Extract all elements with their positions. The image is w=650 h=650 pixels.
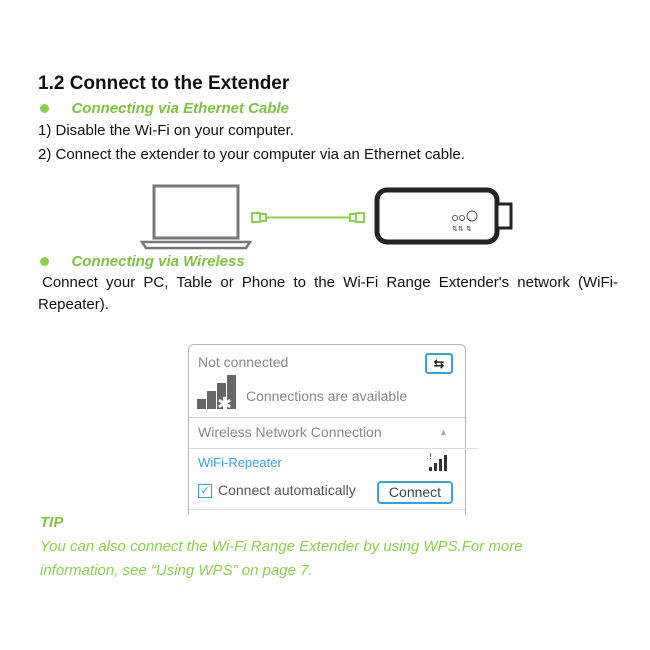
svg-text:⇅⇅ ⇅: ⇅⇅ ⇅ <box>452 225 472 233</box>
range-extender-icon: ⇅⇅ ⇅ <box>374 187 513 245</box>
network-panel: Not connected ⇆ ✱ Connections are availa… <box>188 344 479 515</box>
ethernet-heading: Connecting via Ethernet Cable <box>71 100 289 118</box>
ethernet-heading-row: Connecting via Ethernet Cable <box>40 100 289 118</box>
wireless-heading: Connecting via Wireless <box>71 253 245 271</box>
divider <box>189 448 479 449</box>
svg-text:!: ! <box>429 452 432 461</box>
signal-bars-icon: ✱ <box>197 375 236 411</box>
ethernet-cable-icon <box>251 212 365 223</box>
step-2: 2) Connect the extender to your computer… <box>38 146 465 163</box>
wireless-section-label: Wireless Network Connection <box>198 424 382 440</box>
connections-available: Connections are available <box>246 388 408 404</box>
divider <box>189 509 465 510</box>
wireless-paragraph: Connect your PC, Table or Phone to the W… <box>38 274 618 313</box>
ethernet-illustration: ⇅⇅ ⇅ <box>140 184 513 250</box>
connect-button[interactable]: Connect <box>377 481 453 504</box>
divider <box>189 417 465 418</box>
wireless-heading-row: Connecting via Wireless <box>40 253 245 271</box>
auto-connect-label: Connect automatically <box>218 482 356 498</box>
auto-connect-checkbox[interactable]: ✓ <box>198 484 212 498</box>
tip-heading: TIP <box>40 514 64 531</box>
connection-status: Not connected <box>198 354 289 370</box>
collapse-arrow-icon[interactable]: ▲ <box>439 427 448 437</box>
svg-text:✱: ✱ <box>217 394 232 411</box>
network-signal-icon: ! <box>429 452 447 471</box>
refresh-button[interactable]: ⇆ <box>425 353 453 374</box>
tip-text: You can also connect the Wi-Fi Range Ext… <box>40 538 523 579</box>
bullet-icon <box>40 104 49 114</box>
network-name[interactable]: WiFi-Repeater <box>198 455 282 470</box>
step-1: 1) Disable the Wi-Fi on your computer. <box>38 122 294 139</box>
section-title: 1.2 Connect to the Extender <box>38 73 290 94</box>
bullet-icon <box>40 257 49 267</box>
refresh-icon: ⇆ <box>433 355 445 371</box>
laptop-icon <box>140 184 253 250</box>
